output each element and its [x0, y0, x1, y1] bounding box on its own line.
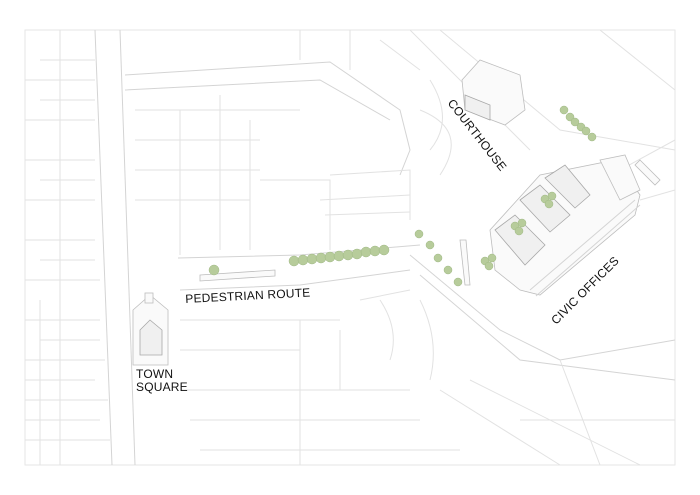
town-square-building: [132, 292, 169, 366]
town-square-label-line1: TOWN: [136, 367, 174, 381]
town-square-label-line2: SQUARE: [136, 380, 188, 394]
trees: [208, 105, 597, 287]
civic-offices-building: [459, 154, 661, 297]
street-grid: [25, 29, 676, 466]
courthouse-building: [461, 59, 526, 126]
pedestrian-route-wall: [199, 269, 276, 282]
